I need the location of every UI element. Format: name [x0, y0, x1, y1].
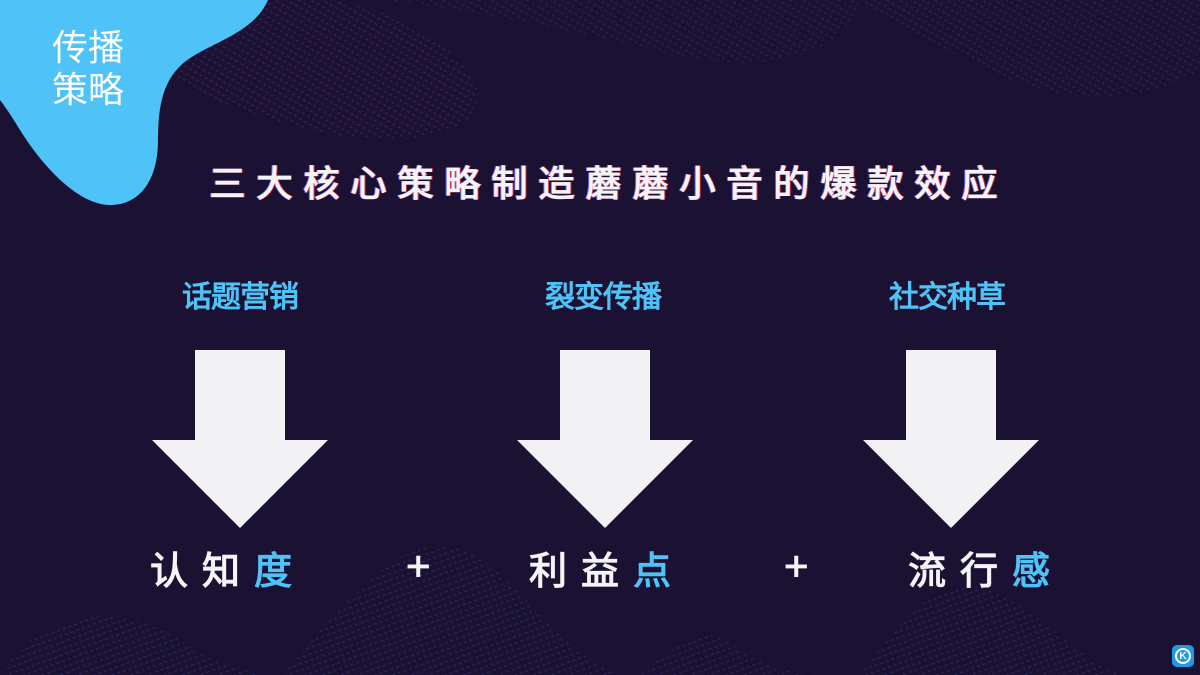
down-arrow-icon: [517, 350, 693, 528]
result-plain: 流行: [907, 549, 1012, 593]
result-trendiness: 流行感: [836, 540, 1136, 595]
result-benefit: 利益点: [457, 540, 757, 595]
result-highlight: 感: [1012, 549, 1065, 593]
plus-operator: +: [782, 546, 811, 586]
k-logo-icon: K: [1172, 645, 1194, 667]
result-awareness: 认知度: [78, 540, 378, 595]
strategy-title: 社交种草: [889, 280, 1006, 315]
strategy-column-1: 话题营销: [90, 0, 390, 675]
section-tag-line1: 传播: [52, 28, 125, 69]
down-arrow-icon: [863, 350, 1039, 528]
section-tag-line2: 策略: [52, 70, 125, 111]
down-arrow-icon: [152, 350, 328, 528]
logo-letter: K: [1175, 648, 1191, 664]
corner-blob-decoration: [0, 0, 268, 205]
result-plain: 利益: [528, 549, 633, 593]
result-highlight: 点: [633, 549, 686, 593]
headline: 三大核心策略制造蘑蘑小音的爆款效应: [209, 164, 1009, 205]
strategy-column-3: 社交种草: [797, 0, 1097, 675]
strategy-title: 裂变传播: [545, 280, 662, 315]
plus-operator: +: [404, 546, 433, 586]
section-tag: 传播 策略: [52, 28, 124, 112]
strategy-column-2: 裂变传播: [453, 0, 753, 675]
result-highlight: 度: [254, 549, 307, 593]
strategy-title: 话题营销: [182, 280, 299, 315]
result-plain: 认知: [149, 549, 254, 593]
